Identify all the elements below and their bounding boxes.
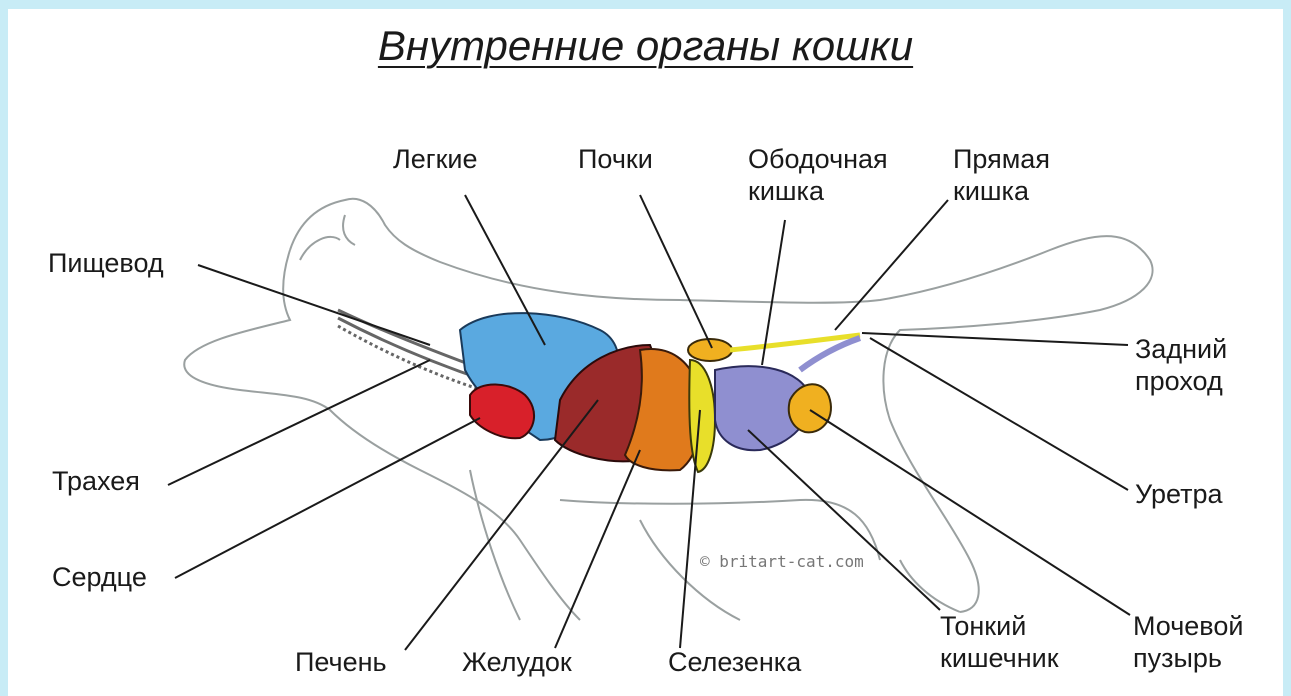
spleen-shape (689, 360, 715, 472)
leader-kidneys (640, 195, 712, 348)
label-trachea: Трахея (52, 465, 140, 497)
leader-esophagus (198, 265, 430, 345)
label-esophagus: Пищевод (48, 247, 164, 279)
leader-small-intestine (748, 430, 940, 610)
label-heart: Сердце (52, 561, 147, 593)
label-kidneys: Почки (578, 143, 653, 175)
leader-rectum (835, 200, 948, 330)
leader-bladder (810, 410, 1130, 615)
label-spleen: Селезенка (668, 646, 801, 678)
leader-urethra (870, 338, 1128, 490)
label-urethra: Уретра (1135, 478, 1222, 510)
cat-ear-outline (300, 215, 355, 260)
label-liver: Печень (295, 646, 387, 678)
leader-stomach (555, 450, 640, 648)
leader-trachea (168, 360, 430, 485)
credit-watermark: © britart-cat.com (700, 552, 864, 571)
label-small-intestine: Тонкий кишечник (940, 610, 1059, 674)
label-anus: Задний проход (1135, 333, 1227, 397)
leader-anus (862, 333, 1128, 345)
label-colon: Ободочная кишка (748, 143, 888, 207)
bladder-shape (789, 384, 831, 432)
leader-heart (175, 418, 480, 578)
leader-liver (405, 400, 598, 650)
cat-front-leg-outline (470, 470, 520, 620)
label-lungs: Легкие (393, 143, 478, 175)
label-bladder: Мочевой пузырь (1133, 610, 1243, 674)
label-rectum: Прямая кишка (953, 143, 1050, 207)
label-stomach: Желудок (462, 646, 572, 678)
